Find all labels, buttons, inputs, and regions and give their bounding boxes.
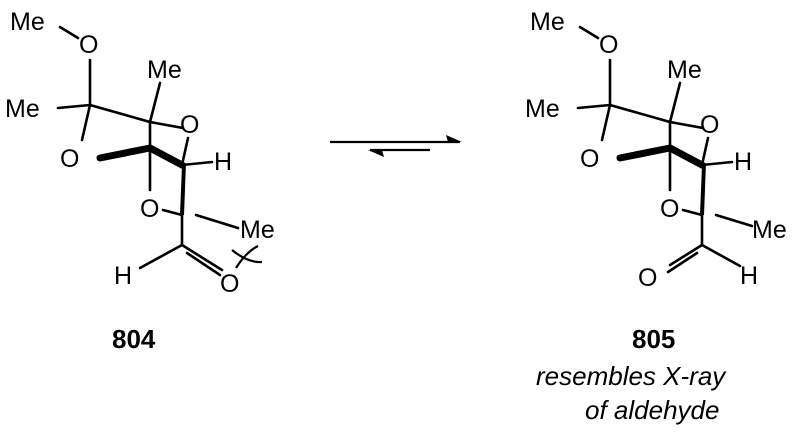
compound-number-805: 805 (632, 324, 675, 354)
bond-c-c-bridge (88, 103, 152, 124)
bond-c-h-ring (180, 160, 214, 167)
steric-clash-mark (235, 245, 259, 269)
bond-me-left-c (576, 103, 612, 110)
atom-label-me-top: Me (10, 8, 45, 36)
atom-label-me-bridge: Me (667, 56, 702, 84)
forward-arrow-head (446, 135, 462, 142)
molecule-805: Me O Me Me O O H O Me O H 805 resembles … (525, 8, 787, 425)
bold-bond-ring-front (146, 144, 186, 169)
atom-label-h-ring: H (734, 148, 752, 176)
steric-clash-mark (231, 249, 263, 264)
bond-c-c-bridge (608, 103, 672, 124)
bond-c-me-right (194, 213, 240, 230)
bond-me-o-methoxy (58, 25, 80, 40)
bond-o-lower-c (681, 208, 704, 217)
bond-me-bridge (148, 81, 162, 124)
bold-bond-ring-front (666, 144, 706, 169)
bond-me-o-methoxy (578, 25, 600, 40)
bond-me-bridge (668, 81, 682, 124)
atom-label-me-right: Me (752, 216, 787, 244)
bond-o-lower-c (161, 208, 184, 217)
bond-c-me-right (714, 213, 754, 228)
atom-label-me-left: Me (525, 95, 560, 123)
caption-line-1: resembles X-ray (536, 361, 727, 391)
atom-label-o-upper-ring: O (180, 111, 199, 139)
bond-c-o-left-ring (600, 103, 612, 142)
wedge-bond-ring (180, 163, 186, 215)
atom-label-o-lower-ring: O (140, 195, 159, 223)
reverse-arrow-head (368, 150, 384, 157)
atom-label-me-bridge: Me (147, 56, 182, 84)
bold-bond-o-left-ring (96, 144, 154, 162)
atom-label-o-left-ring: O (580, 145, 599, 173)
bond-o-upper-c (700, 136, 710, 167)
atom-label-h-aldehyde: H (114, 262, 132, 290)
atom-label-o-methoxy: O (599, 31, 618, 59)
bond-c-o-upper-ring (148, 120, 185, 130)
bond-cho-o-2 (666, 251, 699, 274)
atom-label-o-aldehyde: O (220, 270, 239, 298)
bond-c-o-upper-ring (668, 120, 705, 130)
atom-label-h-aldehyde: H (740, 262, 758, 290)
wedge-bond-ring (700, 163, 706, 215)
bond-cho-h (138, 243, 184, 270)
caption-line-2: of aldehyde (585, 395, 719, 425)
atom-label-o-upper-ring: O (700, 111, 719, 139)
atom-label-me-left: Me (5, 95, 40, 123)
molecule-804: Me O Me Me O O H O Me H O 804 (5, 8, 275, 354)
atom-label-h-ring: H (214, 148, 232, 176)
bond-o-upper-c (180, 136, 190, 167)
bond-c-h-ring (700, 160, 734, 167)
bond-cho-h (700, 243, 742, 268)
atom-label-me-top: Me (530, 8, 565, 36)
compound-number-804: 804 (112, 324, 156, 354)
atom-label-o-aldehyde: O (638, 264, 657, 292)
bond-c-o-left-ring (80, 103, 92, 142)
bond-cho-o-1 (668, 243, 704, 267)
bond-me-left-c (56, 103, 92, 110)
equilibrium-arrow (330, 135, 462, 157)
bond-cho-o-2 (185, 251, 222, 277)
atom-label-me-right: Me (240, 216, 275, 244)
atom-label-o-methoxy: O (79, 31, 98, 59)
atom-label-o-lower-ring: O (660, 195, 679, 223)
bond-cho-o-1 (180, 243, 224, 272)
bold-bond-o-left-ring (616, 144, 674, 162)
atom-label-o-left-ring: O (60, 145, 79, 173)
